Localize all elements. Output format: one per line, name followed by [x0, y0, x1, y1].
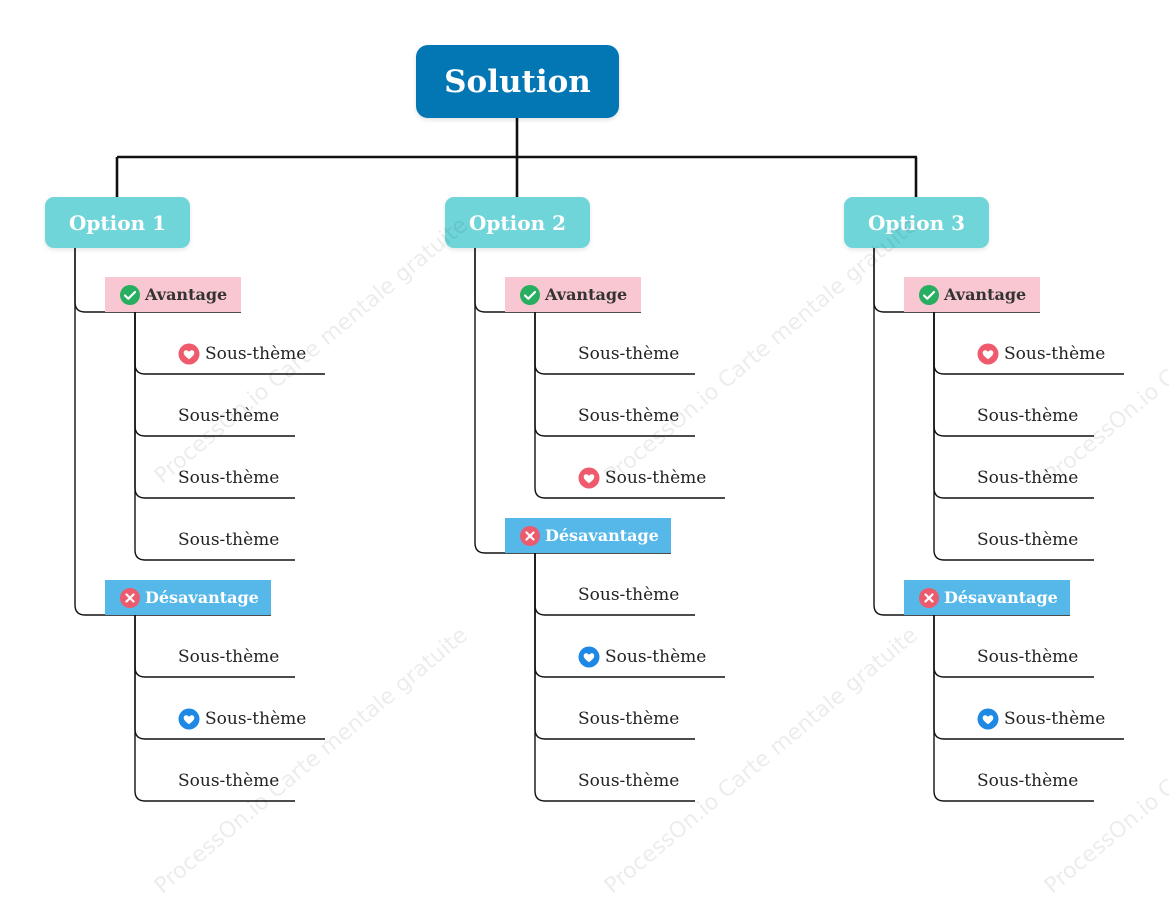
sub-topic[interactable]: Sous-thème [178, 707, 306, 731]
sub-topic-label: Sous-thème [178, 647, 280, 667]
sub-topic-label: Sous-thème [578, 585, 680, 605]
connector-line [933, 615, 1094, 802]
sub-topic[interactable]: Sous-thème [578, 466, 706, 490]
sub-topic[interactable]: Sous-thème [977, 404, 1078, 428]
category-label-text: Avantage [944, 285, 1027, 304]
sub-topic-label: Sous-thème [977, 468, 1079, 488]
sub-topic[interactable]: Sous-thème [178, 342, 306, 366]
sub-topic[interactable]: Sous-thème [178, 645, 279, 669]
sub-topic[interactable]: Sous-thème [178, 404, 279, 428]
sub-topic[interactable]: Sous-thème [578, 583, 679, 607]
sub-topic[interactable]: Sous-thème [977, 342, 1105, 366]
sub-topic[interactable]: Sous-thème [578, 342, 679, 366]
sub-topic[interactable]: Sous-thème [578, 645, 706, 669]
sub-topic-label: Sous-thème [1004, 344, 1106, 364]
sub-topic[interactable]: Sous-thème [977, 645, 1078, 669]
option-node-label: Option 2 [468, 210, 566, 235]
cross-icon [919, 587, 939, 608]
disadvantage-label[interactable]: Désavantage [904, 580, 1070, 615]
disadvantage-label[interactable]: Désavantage [105, 580, 271, 615]
category-label-text: Désavantage [944, 588, 1058, 607]
sub-topic[interactable]: Sous-thème [578, 404, 679, 428]
sub-topic[interactable]: Sous-thème [977, 769, 1078, 793]
sub-topic-label: Sous-thème [205, 344, 307, 364]
blue-heart-icon [178, 708, 200, 730]
sub-topic-label: Sous-thème [205, 709, 307, 729]
root-node[interactable]: Solution [416, 45, 619, 118]
check-icon [520, 284, 540, 305]
sub-topic-label: Sous-thème [578, 771, 680, 791]
sub-topic-label: Sous-thème [178, 771, 280, 791]
sub-topic[interactable]: Sous-thème [977, 466, 1078, 490]
connector-line [74, 247, 271, 616]
connector-line [134, 312, 295, 561]
check-icon [919, 284, 939, 305]
sub-topic-label: Sous-thème [578, 406, 680, 426]
sub-topic-label: Sous-thème [977, 530, 1079, 550]
cross-icon [520, 525, 540, 546]
category-label-text: Avantage [145, 285, 228, 304]
sub-topic-label: Sous-thème [178, 530, 280, 550]
disadvantage-label[interactable]: Désavantage [505, 518, 671, 553]
sub-topic-label: Sous-thème [178, 406, 280, 426]
sub-topic-label: Sous-thème [977, 647, 1079, 667]
blue-heart-icon [977, 708, 999, 730]
sub-topic-label: Sous-thème [178, 468, 280, 488]
connector-line [534, 553, 695, 802]
sub-topic[interactable]: Sous-thème [977, 707, 1105, 731]
heart-icon [178, 343, 200, 365]
option-node[interactable]: Option 3 [844, 197, 989, 248]
option-node[interactable]: Option 1 [45, 197, 190, 248]
advantage-label[interactable]: Avantage [904, 277, 1040, 312]
sub-topic[interactable]: Sous-thème [178, 466, 279, 490]
connector-line [873, 247, 1070, 616]
sub-topic-label: Sous-thème [605, 468, 707, 488]
option-node-label: Option 3 [867, 210, 965, 235]
connector-lines [74, 118, 1124, 802]
sub-topic[interactable]: Sous-thème [578, 769, 679, 793]
sub-topic-label: Sous-thème [1004, 709, 1106, 729]
sub-topic-label: Sous-thème [977, 771, 1079, 791]
advantage-label[interactable]: Avantage [105, 277, 241, 312]
cross-icon [120, 587, 140, 608]
sub-topic[interactable]: Sous-thème [178, 769, 279, 793]
connector-line [134, 615, 295, 802]
option-node[interactable]: Option 2 [445, 197, 590, 248]
connector-line [534, 312, 725, 499]
sub-topic-label: Sous-thème [578, 344, 680, 364]
check-icon [120, 284, 140, 305]
option-node-label: Option 1 [68, 210, 166, 235]
category-label-text: Avantage [545, 285, 628, 304]
sub-topic[interactable]: Sous-thème [178, 528, 279, 552]
sub-topic-label: Sous-thème [605, 647, 707, 667]
heart-icon [977, 343, 999, 365]
advantage-label[interactable]: Avantage [505, 277, 641, 312]
sub-topic[interactable]: Sous-thème [977, 528, 1078, 552]
blue-heart-icon [578, 646, 600, 668]
sub-topic-label: Sous-thème [977, 406, 1079, 426]
category-label-text: Désavantage [545, 526, 659, 545]
sub-topic-label: Sous-thème [578, 709, 680, 729]
heart-icon [578, 467, 600, 489]
connector-line [933, 312, 1094, 561]
category-label-text: Désavantage [145, 588, 259, 607]
sub-topic[interactable]: Sous-thème [578, 707, 679, 731]
root-node-label: Solution [444, 63, 591, 100]
connector-line [474, 247, 671, 554]
